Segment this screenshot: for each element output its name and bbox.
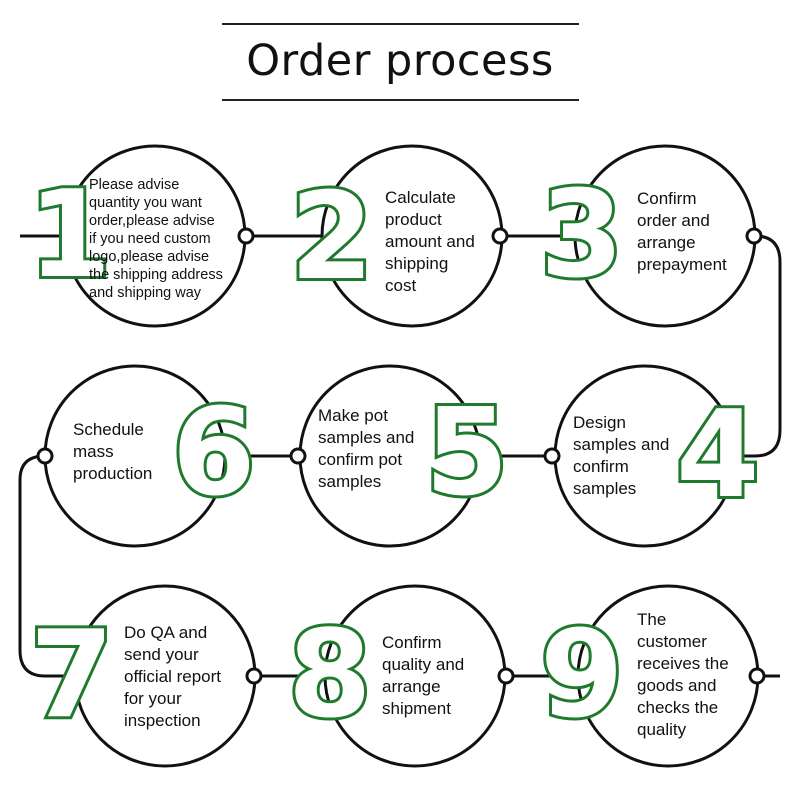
step-text-5: Make pot samples and confirm pot samples — [318, 405, 414, 493]
step-6-line: production — [73, 464, 153, 483]
connector-dot — [543, 447, 561, 465]
step-9-line: The — [637, 610, 667, 629]
step-number-8: 8 — [288, 606, 372, 745]
step-7-line: official report — [124, 667, 222, 686]
step-5-line: samples — [318, 472, 382, 491]
step-number-2: 2 — [290, 168, 374, 307]
connector-dot — [748, 667, 766, 685]
step-8-line: quality and — [382, 655, 465, 674]
step-7-line: send your — [124, 645, 199, 664]
step-4-line: confirm — [573, 457, 629, 476]
step-6-line: mass — [73, 442, 114, 461]
step-2-line: Calculate — [385, 188, 456, 207]
step-4-line: samples and — [573, 435, 670, 454]
step-text-3: Confirm order and arrange prepayment — [637, 188, 727, 276]
header: Order process — [0, 0, 800, 110]
connector-dot — [491, 227, 509, 245]
step-1-line: the shipping address — [89, 267, 223, 283]
step-text-6: Schedule mass production — [73, 419, 152, 485]
step-2-line: cost — [385, 276, 417, 295]
step-7-line: inspection — [124, 711, 201, 730]
step-text-1: Please advise quantity you want order,pl… — [89, 176, 223, 302]
step-3-line: prepayment — [637, 255, 727, 274]
step-1-line: order,please advise — [89, 213, 215, 229]
step-1-line: and shipping way — [89, 285, 202, 301]
step-text-9: The customer receives the goods and chec… — [637, 609, 729, 741]
step-8-line: shipment — [382, 699, 451, 718]
step-number-6: 6 — [172, 384, 256, 523]
step-1-line: quantity you want — [89, 195, 202, 211]
step-5-line: samples and — [318, 428, 415, 447]
step-7-line: for your — [124, 689, 182, 708]
connector-dot — [289, 447, 307, 465]
connector-dot — [36, 447, 54, 465]
step-8-line: Confirm — [382, 633, 442, 652]
step-9-line: receives the — [637, 654, 729, 673]
step-2-line: product — [385, 210, 442, 229]
connector-dot — [745, 227, 763, 245]
step-4-line: Design — [573, 413, 626, 432]
step-6-line: Schedule — [73, 420, 144, 439]
step-9-line: customer — [637, 632, 707, 651]
title-top-rule — [222, 23, 579, 25]
step-number-3: 3 — [540, 166, 624, 305]
step-4-line: samples — [573, 479, 637, 498]
step-text-2: Calculate product amount and shipping co… — [385, 187, 475, 297]
step-9-line: goods and — [637, 676, 717, 695]
step-2-line: shipping — [385, 254, 449, 273]
step-8-line: arrange — [382, 677, 441, 696]
step-text-8: Confirm quality and arrange shipment — [382, 632, 464, 720]
title-bottom-rule — [222, 99, 579, 101]
step-9-line: quality — [637, 720, 687, 739]
step-1-line: Please advise — [89, 177, 180, 193]
step-5-line: confirm pot — [318, 450, 403, 469]
step-2-line: amount and — [385, 232, 475, 251]
step-text-4: Design samples and confirm samples — [573, 412, 669, 500]
step-number-7: 7 — [30, 606, 114, 745]
step-7-line: Do QA and — [124, 623, 208, 642]
step-3-line: arrange — [637, 233, 696, 252]
connector-dot — [245, 667, 263, 685]
page-title: Order process — [246, 36, 554, 86]
step-text-7: Do QA and send your official report for … — [124, 622, 221, 732]
step-9-line: checks the — [637, 698, 719, 717]
step-3-line: order and — [637, 211, 710, 230]
step-1-line: logo,please advise — [89, 249, 210, 265]
step-number-1: 1 — [28, 166, 112, 305]
step-1-line: if you need custom — [89, 231, 211, 247]
step-3-line: Confirm — [637, 189, 697, 208]
step-number-9: 9 — [540, 606, 624, 745]
step-number-4: 4 — [676, 386, 760, 525]
connector-dot — [497, 667, 515, 685]
step-5-line: Make pot — [318, 406, 388, 425]
step-number-5: 5 — [425, 384, 509, 523]
connector-dot — [237, 227, 255, 245]
